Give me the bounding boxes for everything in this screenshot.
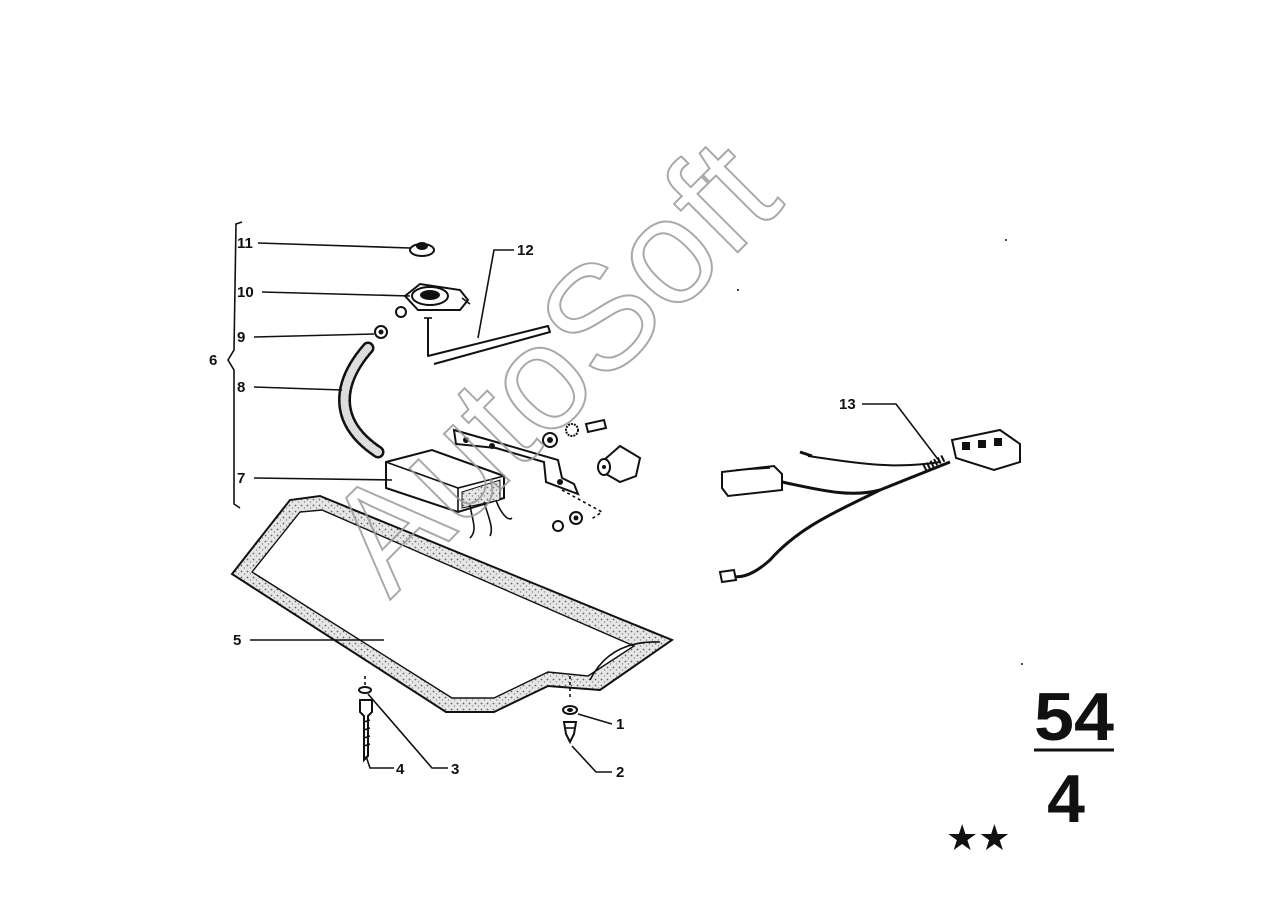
star-markers: ★★ (946, 818, 1011, 859)
callout-11: 11 (237, 235, 253, 252)
nut (374, 325, 388, 339)
holder-ring (395, 282, 471, 318)
group-sub-number: 4 (1047, 761, 1085, 837)
bracket (452, 428, 580, 496)
control-unit (385, 448, 513, 539)
callout-7: 7 (237, 470, 245, 487)
screw-2 (562, 721, 578, 745)
screw-4 (359, 699, 373, 763)
wiring-harness (718, 428, 1021, 584)
hose (338, 341, 385, 459)
group-main-number: 54 (1034, 679, 1114, 755)
callout-1: 1 (616, 716, 624, 733)
rod (424, 317, 551, 365)
callout-8: 8 (237, 379, 245, 396)
callout-10: 10 (237, 284, 254, 301)
cap (409, 242, 435, 257)
callout-9: 9 (237, 329, 245, 346)
seal-gasket (230, 494, 675, 713)
washer-3 (358, 686, 372, 694)
callout-2: 2 (616, 764, 624, 781)
callout-4: 4 (396, 761, 405, 778)
callout-12: 12 (517, 242, 534, 259)
washer-1 (562, 705, 578, 715)
callout-13: 13 (839, 396, 856, 413)
fasteners (542, 418, 608, 532)
leader-lines (250, 242, 941, 773)
sensor-switch (597, 444, 642, 484)
group-number: 54 4 (1034, 679, 1114, 837)
group-brace (227, 221, 243, 509)
watermark: AutoSoft (294, 108, 809, 623)
callout-3: 3 (451, 761, 459, 778)
callout-6: 6 (209, 352, 217, 369)
callout-5: 5 (233, 632, 241, 649)
